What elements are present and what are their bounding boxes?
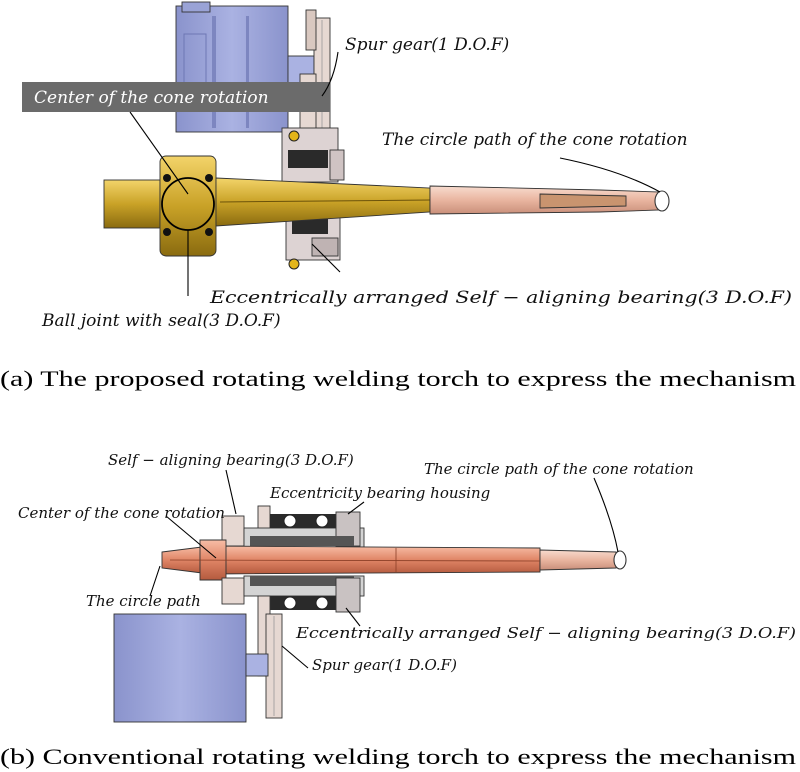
spur-gear-label-b: Spur gear(1 D.O.F) xyxy=(312,656,457,674)
circle-path-cone-label-a: The circle path of the cone rotation xyxy=(382,130,688,150)
bearing-housing-upper-a xyxy=(281,127,345,183)
leader-circle-path-cone-b xyxy=(593,477,619,553)
center-cone-label-box-a xyxy=(22,82,330,112)
bearing-housing-lower-a xyxy=(285,215,341,270)
center-cone-label-a: Center of the cone rotation xyxy=(34,88,269,108)
spur-gear-label-a: Spur gear(1 D.O.F) xyxy=(345,35,509,55)
lower-bearing-stack-b xyxy=(221,575,365,677)
caption-b: (b) Conventional rotating welding torch … xyxy=(0,744,796,769)
leader-circle-path-a xyxy=(559,157,661,193)
figure-b: Self − aligning bearing(3 D.O.F) The cir… xyxy=(0,451,796,769)
leader-self-aligning-b xyxy=(225,469,237,515)
motor-b xyxy=(113,613,269,723)
motor-a xyxy=(175,1,315,133)
circle-path-cone-label-b: The circle path of the cone rotation xyxy=(424,460,694,478)
caption-a: (a) The proposed rotating welding torch … xyxy=(0,366,796,391)
leader-spur-gear-b xyxy=(281,645,309,669)
eccentric-bearing-label-b: Eccentrically arranged Self − aligning b… xyxy=(295,624,796,642)
eccentric-bearing-label-a: Eccentrically arranged Self − aligning b… xyxy=(209,288,792,308)
self-aligning-label-b: Self − aligning bearing(3 D.O.F) xyxy=(108,451,354,469)
ball-joint-label-a: Ball joint with seal(3 D.O.F) xyxy=(41,311,281,331)
nozzle-a xyxy=(429,185,670,215)
leader-circle-path-b xyxy=(149,565,161,597)
spur-gear-b xyxy=(265,613,283,719)
leader-center-cone-a xyxy=(129,111,189,195)
housing-label-b: Eccentricity bearing housing xyxy=(269,484,490,502)
leader-center-cone-b xyxy=(165,515,217,559)
torch-body-b xyxy=(161,539,627,581)
upper-bearing-stack-b xyxy=(221,505,365,549)
leader-eccentric-b xyxy=(345,607,361,627)
figure-a: Center of the cone rotation Spur gear(1 … xyxy=(0,1,796,391)
leader-spur-gear-a xyxy=(321,51,339,97)
leader-housing-b xyxy=(347,501,365,515)
leader-eccentric-a xyxy=(311,243,341,273)
center-cone-label-b: Center of the cone rotation xyxy=(18,504,225,522)
circle-path-label-b: The circle path xyxy=(86,592,201,610)
ball-joint-body-a xyxy=(103,155,431,257)
